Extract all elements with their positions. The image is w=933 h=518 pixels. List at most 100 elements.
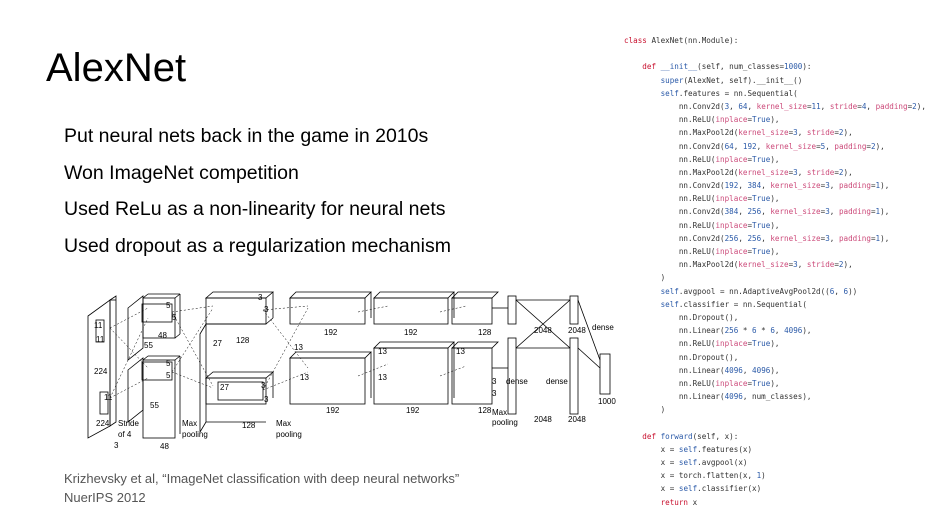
maxpool-label: Max xyxy=(182,419,197,428)
code-line: nn.Dropout(), xyxy=(624,352,739,362)
dim-label: 1000 xyxy=(598,397,616,406)
code-line: nn.Linear(256 * 6 * 6, 4096), xyxy=(624,326,812,336)
code-line: nn.Linear(4096, num_classes), xyxy=(624,392,812,402)
dim-label: 192 xyxy=(324,328,338,337)
dim-label: 192 xyxy=(404,328,418,337)
dim-label: 48 xyxy=(158,331,167,340)
slide-title: AlexNet xyxy=(46,46,187,90)
conv5-top-block xyxy=(451,297,493,325)
code-line: nn.ReLU(inplace=True), xyxy=(624,115,780,125)
dim-label: 48 xyxy=(160,442,169,451)
code-line: nn.ReLU(inplace=True), xyxy=(624,194,780,204)
code-line: ) xyxy=(624,405,666,415)
bullet-item: Put neural nets back in the game in 2010… xyxy=(64,125,429,147)
maxpool-label: pooling xyxy=(276,430,302,439)
dim-label: 2048 xyxy=(568,415,586,424)
bullet-item: Won ImageNet competition xyxy=(64,161,299,184)
conv1-bottom-block xyxy=(142,359,176,439)
code-line: ) xyxy=(624,273,666,283)
stride-label: Stride xyxy=(118,419,139,428)
input-kernel-bottom xyxy=(99,391,109,415)
dim-label: 3 xyxy=(264,305,269,314)
code-line: nn.Conv2d(384, 256, kernel_size=3, paddi… xyxy=(624,207,890,217)
conv1-bottom-front xyxy=(127,357,144,423)
input-volume-side xyxy=(109,295,117,427)
code-line: nn.Linear(4096, 4096), xyxy=(624,365,780,375)
dim-label: 2048 xyxy=(534,326,552,335)
conv2-top-front xyxy=(199,322,207,434)
code-line: nn.ReLU(inplace=True), xyxy=(624,247,780,256)
maxpool-label: Max xyxy=(492,408,507,417)
maxpool-label: pooling xyxy=(492,418,518,427)
stride-label: of 4 xyxy=(118,430,132,439)
bullet-item: Used ReLu as a non-linearity for neural … xyxy=(64,198,446,220)
code-line: x = self.classifier(x) xyxy=(624,484,762,494)
dim-label: 13 xyxy=(300,373,309,382)
code-line: x = self.features(x) xyxy=(624,444,753,454)
dim-label: 27 xyxy=(213,339,222,348)
conv1-top-block xyxy=(142,297,176,339)
conv1-kernel-b xyxy=(141,361,173,381)
maxpool-label: Max xyxy=(276,419,291,428)
code-line: nn.MaxPool2d(kernel_size=3, stride=2), xyxy=(624,167,853,177)
dim-label: 2048 xyxy=(534,415,552,424)
code-line: return x xyxy=(660,497,698,507)
dense2-bottom xyxy=(569,337,579,415)
dim-label: 55 xyxy=(150,401,159,410)
code-line: self.classifier = nn.Sequential( xyxy=(660,299,807,309)
code-line: nn.ReLU(inplace=True), xyxy=(624,220,780,230)
dim-label: 192 xyxy=(326,406,340,415)
citation-line: Krizhevsky et al, “ImageNet classificati… xyxy=(64,471,460,486)
conv3-top-block xyxy=(289,297,366,325)
alexnet-architecture-diagram: 224 224 11 11 11 3 Stride of 4 55 55 5 5… xyxy=(87,291,616,451)
dim-label: 13 xyxy=(378,373,387,382)
code-line: nn.Conv2d(3, 64, kernel_size=11, stride=… xyxy=(624,101,926,111)
dense-label: dense xyxy=(546,377,568,386)
dim-label: 11 xyxy=(104,393,113,402)
code-line: nn.ReLU(inplace=True), xyxy=(624,378,780,388)
dim-label: 3 xyxy=(264,395,269,404)
bullet-list: Put neural nets back in the game in 2010… xyxy=(64,120,451,266)
dim-label: 3 xyxy=(492,389,497,398)
dense1-top xyxy=(507,295,517,325)
citation-line: NuerIPS 2012 xyxy=(64,490,146,505)
dim-label: 3 xyxy=(258,293,263,302)
dim-label: 224 xyxy=(96,419,110,428)
dim-label: 13 xyxy=(378,347,387,356)
dim-label: 128 xyxy=(242,421,256,430)
code-line: nn.ReLU(inplace=True), xyxy=(624,154,780,164)
code-line: self.features = nn.Sequential( xyxy=(660,88,798,98)
dense-label: dense xyxy=(592,323,614,332)
dim-label: 11 xyxy=(94,321,103,330)
dim-label: 128 xyxy=(478,328,492,337)
dim-label: 3 xyxy=(492,377,497,386)
code-block: class AlexNet(nn.Module): def __init__(s… xyxy=(624,34,926,509)
dense-label: dense xyxy=(506,377,528,386)
dense2-top xyxy=(569,295,579,325)
dim-label: 224 xyxy=(94,367,108,376)
dim-label: 5 xyxy=(166,301,171,310)
code-line: x = torch.flatten(x, 1) xyxy=(624,471,766,481)
dim-label: 2048 xyxy=(568,326,586,335)
dim-label: 192 xyxy=(406,406,420,415)
code-line: nn.Dropout(), xyxy=(624,312,739,322)
dense1-bottom xyxy=(507,337,517,415)
code-line: nn.Conv2d(64, 192, kernel_size=5, paddin… xyxy=(624,141,885,151)
dim-label: 3 xyxy=(261,381,266,390)
code-line: super(AlexNet, self).__init__() xyxy=(660,75,803,85)
code-line: nn.Conv2d(192, 384, kernel_size=3, paddi… xyxy=(624,181,890,191)
code-line: nn.Conv2d(256, 256, kernel_size=3, paddi… xyxy=(624,233,890,243)
code-line: def forward(self, x): xyxy=(642,431,739,441)
dim-label: 5 xyxy=(166,359,171,368)
code-line: x = self.avgpool(x) xyxy=(624,458,748,467)
code-line: def __init__(self, num_classes=1000): xyxy=(642,62,812,72)
code-line: self.avgpool = nn.AdaptiveAvgPool2d((6, … xyxy=(660,286,858,296)
dim-label: 27 xyxy=(220,383,229,392)
maxpool-label: pooling xyxy=(182,430,208,439)
conv4-top-block xyxy=(373,297,449,325)
dim-label: 13 xyxy=(294,343,303,352)
code-line xyxy=(624,47,926,60)
conv1-top-front xyxy=(127,295,144,361)
dim-label: 11 xyxy=(96,335,105,344)
dim-label: 128 xyxy=(478,406,492,415)
